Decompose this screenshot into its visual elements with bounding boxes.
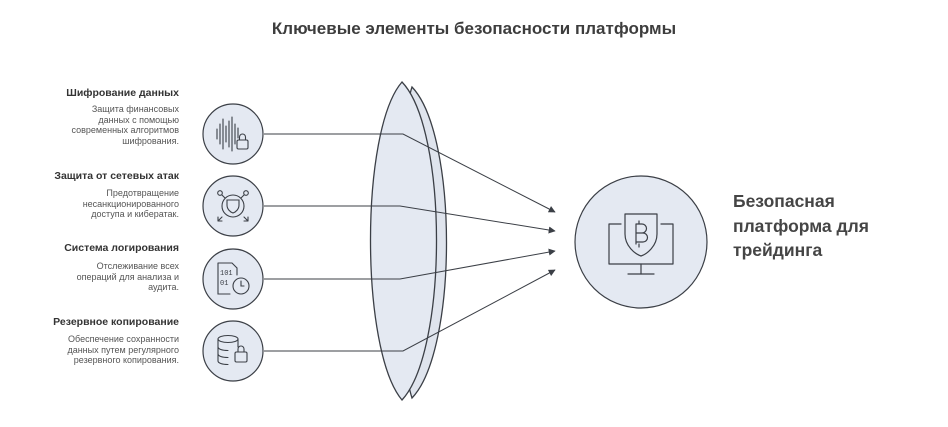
item-desc-backup: Обеспечение сохранности данных путем рег… (67, 334, 179, 366)
item-title-backup: Резервное копирование (53, 316, 179, 328)
connector-network (264, 205, 556, 234)
item-title-encryption: Шифрование данных (66, 87, 179, 99)
item-desc-encryption: Защита финансовых данных с помощью совре… (71, 104, 179, 146)
database-lock-icon (202, 320, 264, 382)
connector-logging (264, 248, 556, 280)
svg-text:101: 101 (220, 270, 233, 278)
connector-lines (264, 133, 556, 352)
item-title-network: Защита от сетевых атак (54, 170, 179, 182)
binary-file-clock-icon: 101 01 (202, 248, 264, 310)
audio-lock-icon (202, 103, 264, 165)
connector-encryption (264, 133, 556, 213)
svg-text:01: 01 (220, 280, 228, 288)
item-title-logging: Система логирования (64, 242, 179, 254)
item-desc-network: Предотвращение несанкционированного дост… (82, 188, 179, 220)
monitor-bitcoin-shield-icon (574, 175, 708, 309)
lens-shape (369, 81, 448, 401)
connector-backup (264, 269, 556, 352)
network-shield-icon (202, 175, 264, 237)
result-label: Безопасная платформа для трейдинга (733, 191, 869, 260)
item-desc-logging: Отслеживание всех операций для анализа и… (76, 261, 179, 293)
diagram-title: Ключевые элементы безопасности платформы (271, 19, 677, 38)
